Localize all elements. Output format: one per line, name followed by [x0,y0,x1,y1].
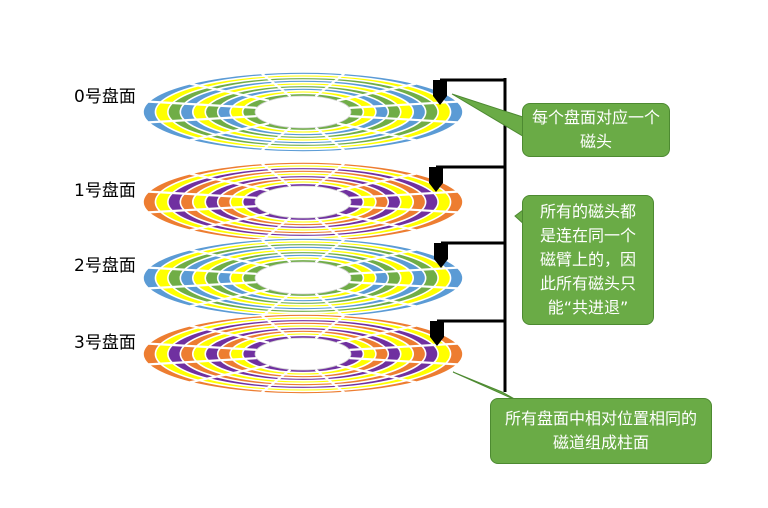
head-tip [433,96,447,105]
sector-divider [189,122,270,142]
sector-divider [336,288,417,308]
head-tip [434,259,448,268]
sector-divider [349,115,458,124]
callout-shared-arm: 所有的磁头都是连在同一个磁臂上的，因此所有磁头只能“共进退” [522,195,654,325]
sector-divider [314,72,346,98]
sector-divider [189,82,270,102]
sector-divider [260,314,292,340]
callout-pointer [452,371,521,403]
sector-divider [260,238,292,264]
sector-divider [349,357,458,366]
sector-divider [189,288,270,308]
sector-divider [336,122,417,142]
sector-divider [148,342,257,351]
sector-divider [314,368,346,394]
sector-divider [148,266,257,275]
spindle-hole [254,337,352,371]
platter-label-2: 2号盘面 [74,256,136,276]
sector-divider [148,205,257,214]
sector-divider [260,216,292,242]
platter-0 [142,71,464,153]
head-arm-assembly [429,78,507,392]
read-write-head [433,80,447,96]
platter-1 [142,161,464,243]
read-write-head [434,243,448,259]
sector-divider [148,115,257,124]
platter-3 [142,313,464,395]
platters [142,71,464,395]
sector-divider [148,281,257,290]
sector-divider [336,248,417,268]
platter-2 [142,237,464,319]
head-tip [430,337,444,346]
sector-divider [189,172,270,192]
platter-label-0: 0号盘面 [74,87,136,107]
sector-divider [349,190,458,199]
sector-divider [349,205,458,214]
sector-divider [349,342,458,351]
spindle-hole [254,261,352,295]
sector-divider [336,212,417,232]
sector-divider [148,100,257,109]
sector-divider [260,72,292,98]
sector-divider [148,357,257,366]
head-tip [429,183,443,192]
platter-label-1: 1号盘面 [74,181,136,201]
sector-divider [314,126,346,152]
callout-cylinder-text: 所有盘面中相对位置相同的磁道组成柱面 [504,409,697,452]
sector-divider [314,314,346,340]
callout-head-per-platter: 每个盘面对应一个磁头 [522,103,670,157]
sector-divider [314,238,346,264]
sector-divider [349,266,458,275]
sector-divider [349,281,458,290]
callout-shared-arm-text: 所有的磁头都是连在同一个磁臂上的，因此所有磁头只能“共进退” [539,202,636,317]
sector-divider [260,126,292,152]
sector-divider [336,324,417,344]
callout-pointer [451,93,527,139]
sector-divider [189,324,270,344]
sector-divider [314,292,346,318]
sector-divider [314,162,346,188]
sector-divider [336,364,417,384]
sector-divider [189,212,270,232]
sector-divider [189,364,270,384]
sector-divider [148,190,257,199]
read-write-head [430,321,444,337]
sector-divider [336,172,417,192]
sector-divider [314,216,346,242]
spindle-hole [254,185,352,219]
sector-divider [260,368,292,394]
callout-cylinder: 所有盘面中相对位置相同的磁道组成柱面 [490,398,712,464]
read-write-head [429,167,443,183]
platter-label-3: 3号盘面 [74,333,136,353]
sector-divider [260,292,292,318]
sector-divider [336,82,417,102]
sector-divider [189,248,270,268]
sector-divider [260,162,292,188]
spindle-hole [254,95,352,129]
callout-head-per-platter-text: 每个盘面对应一个磁头 [531,108,660,151]
